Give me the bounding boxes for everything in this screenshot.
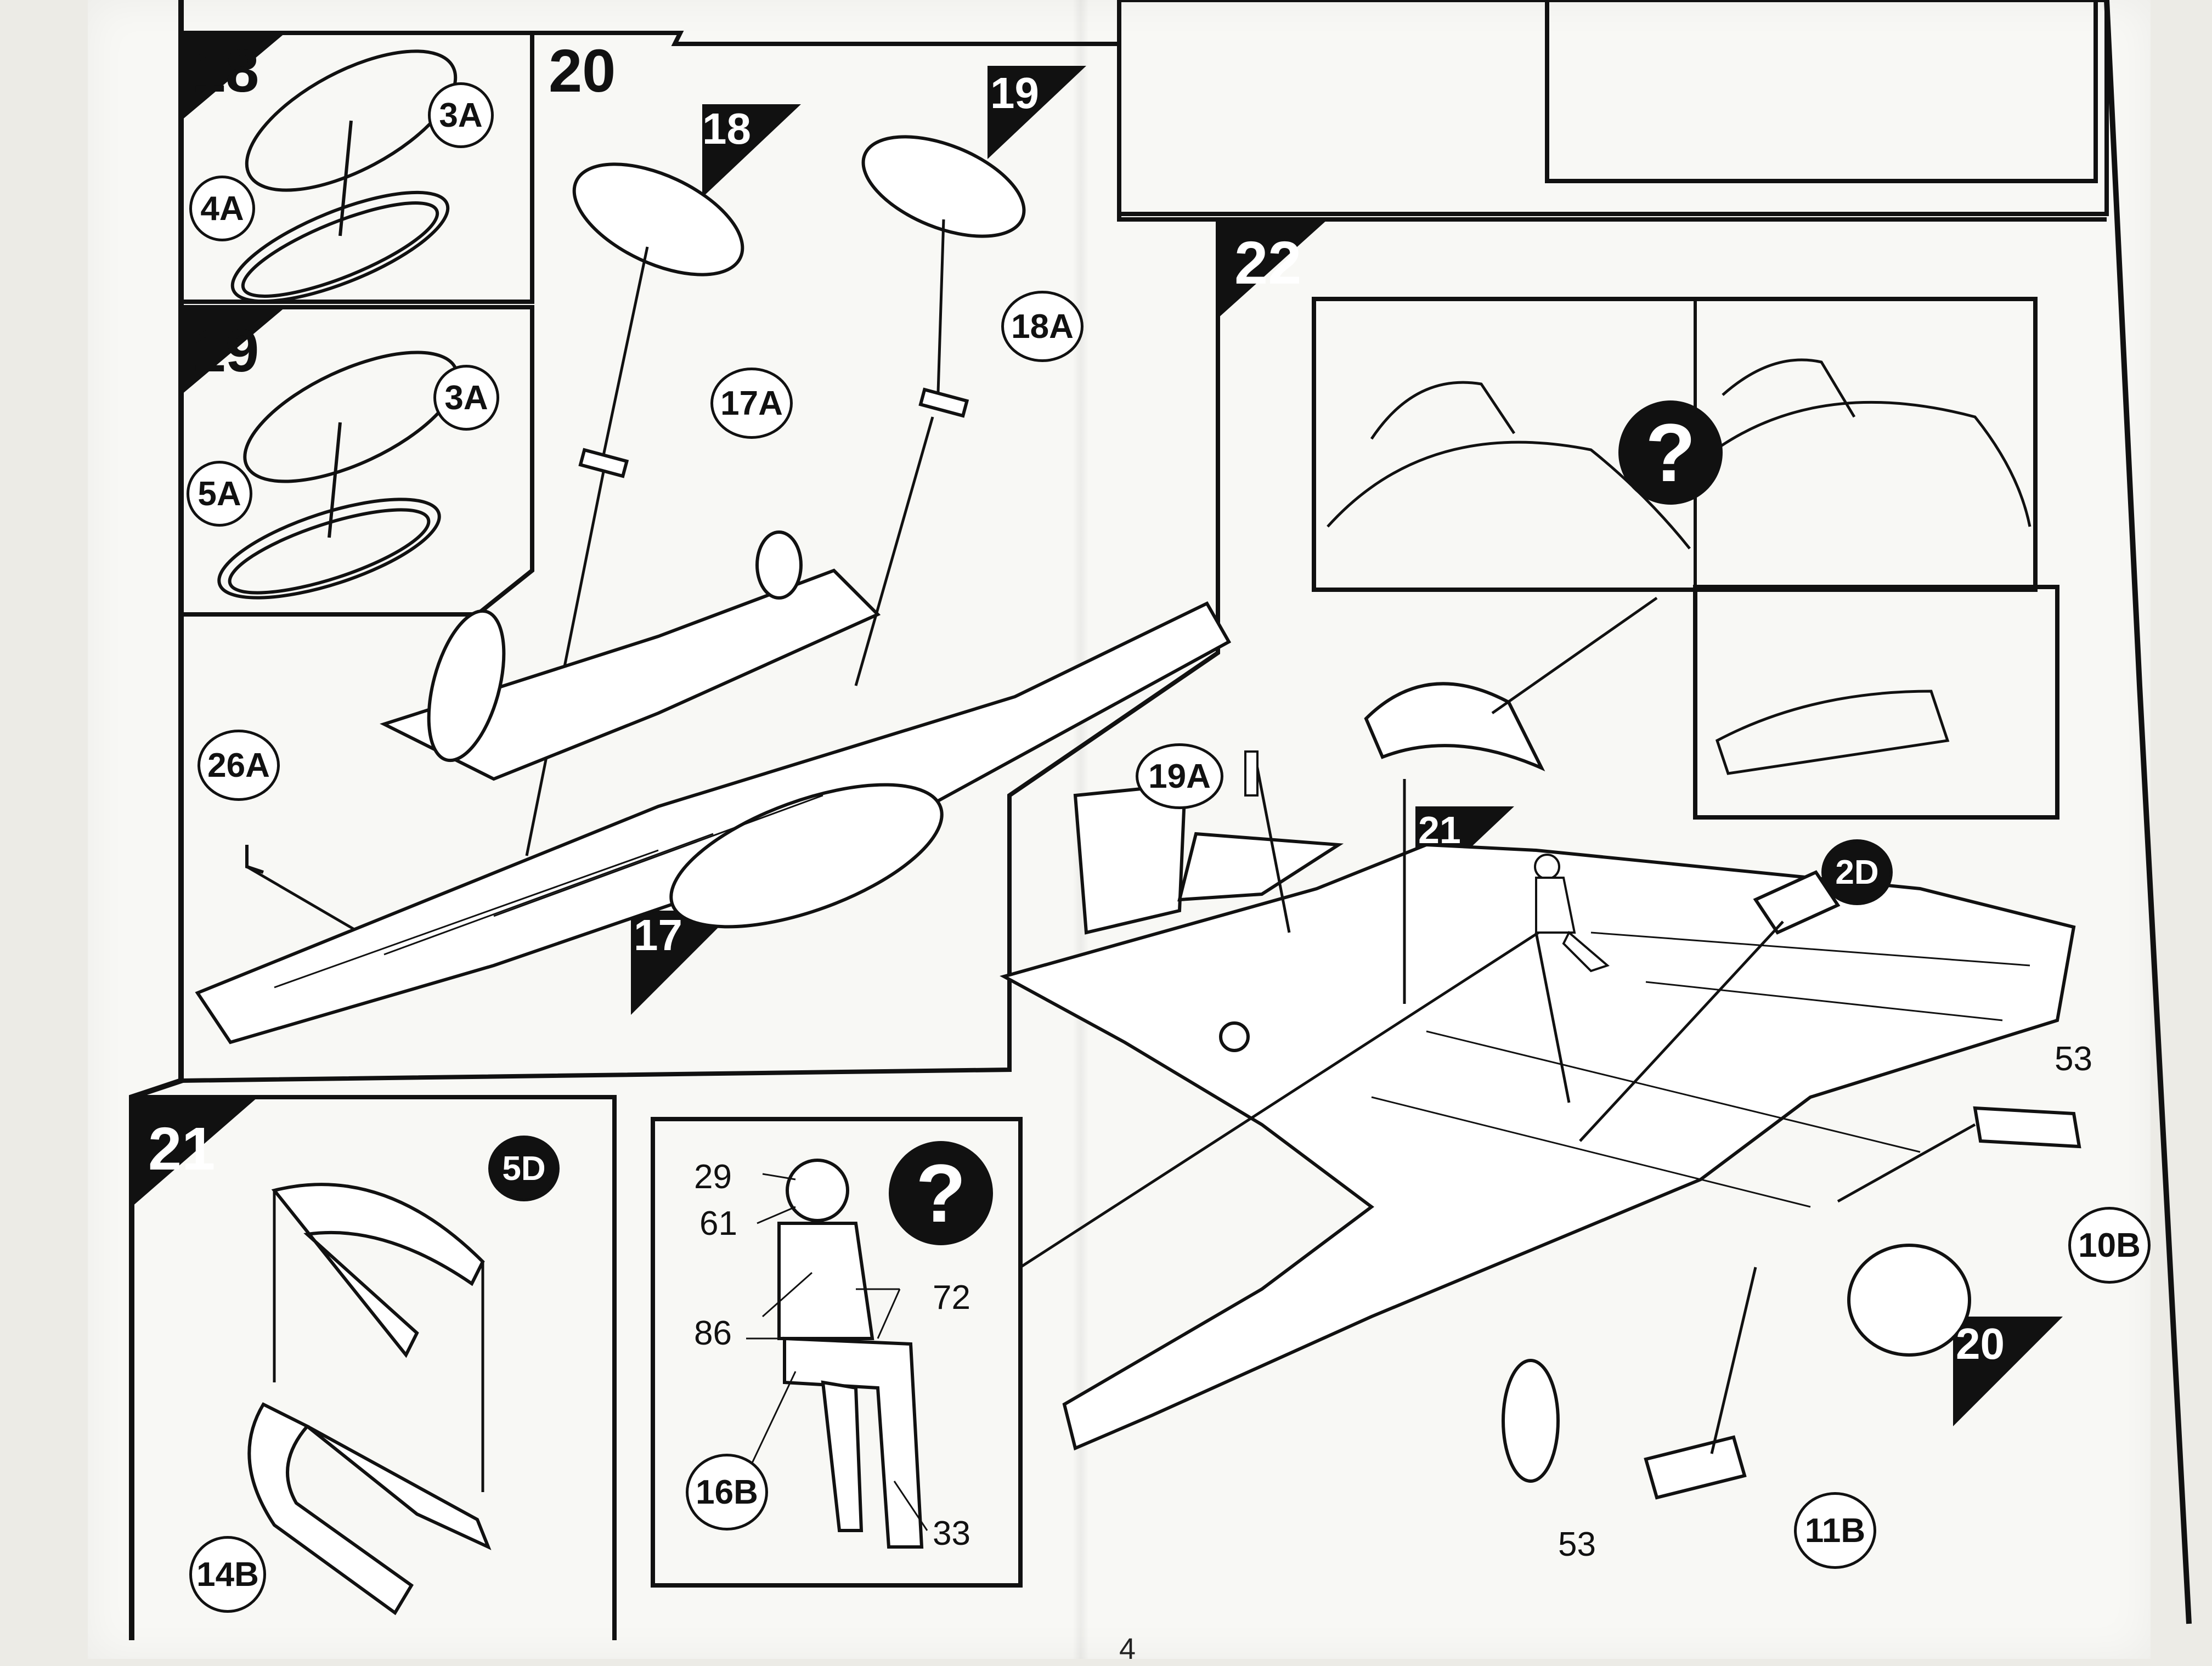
step-21-marker: 21 xyxy=(1418,809,1461,851)
part-callout-10b: 10B xyxy=(2068,1207,2151,1284)
part-callout-26a: 26A xyxy=(198,730,280,801)
step-20-panel-number: 20 xyxy=(549,37,616,105)
part-callout-2d: 2D xyxy=(1821,839,1893,905)
part-number-29: 29 xyxy=(694,1158,732,1196)
step-22-panel-number: 22 xyxy=(1234,229,1302,297)
part-number-53-bottom: 53 xyxy=(1558,1526,1596,1563)
page-number: 4 xyxy=(1119,1633,1136,1665)
part-callout-14b: 14B xyxy=(189,1536,266,1613)
part-callout-4a: 4A xyxy=(189,176,255,241)
part-number-61: 61 xyxy=(699,1205,737,1243)
step-19-panel-number: 19 xyxy=(192,317,259,385)
help-icon-pilot: ? xyxy=(889,1141,993,1245)
step-20-marker: 20 xyxy=(1956,1319,2005,1368)
part-callout-5a: 5A xyxy=(187,461,252,527)
step-17-marker: 17 xyxy=(634,911,682,959)
part-number-33: 33 xyxy=(933,1515,970,1552)
part-number-72: 72 xyxy=(933,1279,970,1317)
part-number-53-top: 53 xyxy=(2055,1040,2092,1078)
help-icon-step-22: ? xyxy=(1618,400,1723,505)
step-21-panel-number: 21 xyxy=(148,1115,216,1183)
step-18-marker: 18 xyxy=(702,104,751,153)
step-19-marker: 19 xyxy=(990,69,1039,117)
step-18-panel-number: 18 xyxy=(192,37,259,105)
part-number-86: 86 xyxy=(694,1314,732,1352)
part-callout-17a: 17A xyxy=(710,368,793,439)
part-callout-11b: 11B xyxy=(1794,1492,1876,1569)
part-callout-18a: 18A xyxy=(1001,291,1084,362)
part-callout-5d: 5D xyxy=(488,1136,560,1201)
part-callout-16b: 16B xyxy=(686,1454,768,1531)
part-callout-3a-bottom: 3A xyxy=(433,365,499,431)
part-callout-19a: 19A xyxy=(1136,743,1223,809)
part-callout-3a-top: 3A xyxy=(428,82,494,148)
